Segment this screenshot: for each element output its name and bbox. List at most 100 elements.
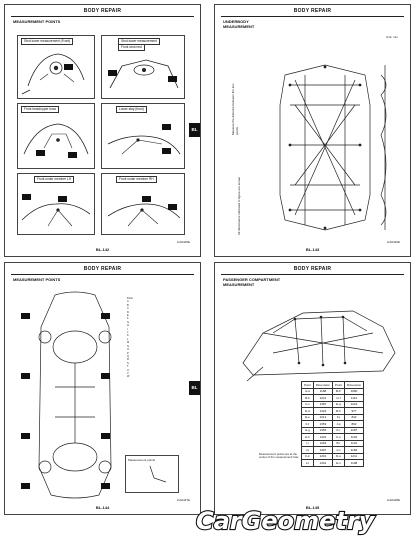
legend-item: Q xyxy=(127,354,130,358)
page-number: BL-145 xyxy=(305,505,320,510)
figure-caption: Lower stay (front) xyxy=(116,106,147,113)
table-cell: 1198 xyxy=(343,459,365,467)
measurement-marker xyxy=(101,373,110,379)
vehicle-underside-diagram xyxy=(38,291,112,499)
measurement-legend: Point A B C D E F G H I J K L M N O P Q … xyxy=(127,297,157,379)
legend-item: U xyxy=(127,368,129,372)
legend-item: O xyxy=(127,348,130,352)
detail-note: Measurement points xyxy=(128,458,156,462)
page-header: BODY REPAIR xyxy=(293,8,332,14)
section-tab: BL xyxy=(189,381,200,395)
legend-item: V xyxy=(127,371,129,375)
detail-panel: Measurement points xyxy=(125,455,179,493)
figure-caption: Front head/upper boss xyxy=(21,106,60,113)
measurement-marker xyxy=(68,152,77,158)
under-member-lh-illustration xyxy=(21,203,91,227)
measurement-marker xyxy=(21,483,30,489)
strut-tower-illustration xyxy=(21,53,85,95)
upper-boss-illustration xyxy=(23,123,89,155)
manual-page-underbody-measurement: BODY REPAIR UNDERBODY MEASUREMENT Unit: … xyxy=(214,4,411,257)
legend-item: G xyxy=(127,320,130,324)
section-title: UNDERBODY MEASUREMENT xyxy=(223,19,255,29)
manual-page-measurement-points-underside: BODY REPAIR MEASUREMENT POINTS BL Point … xyxy=(4,262,201,515)
measurement-marker xyxy=(21,433,30,439)
legend-item: M xyxy=(127,341,130,345)
logo-text: CarGeometry xyxy=(196,507,376,535)
measurement-marker xyxy=(142,196,151,202)
unit-label: Unit: mm xyxy=(386,35,398,39)
measurement-marker xyxy=(101,433,110,439)
figure-panel: Strut tower measurement Front strut rest xyxy=(101,35,185,99)
table-cell: 1301 xyxy=(312,459,334,467)
legend-item: I xyxy=(127,327,128,331)
section-tab: BL xyxy=(189,123,200,137)
legend-item: C xyxy=(127,307,129,311)
page-header: BODY REPAIR xyxy=(83,266,122,272)
page-number: BL-142 xyxy=(95,247,110,252)
table-cell: L-l xyxy=(301,459,314,467)
measurement-marker xyxy=(162,124,171,130)
measurement-marker xyxy=(101,483,110,489)
legend-item: A xyxy=(127,300,129,304)
legend-item: H xyxy=(127,324,129,328)
measurement-marker xyxy=(22,194,31,200)
legend-item: R xyxy=(127,358,129,362)
body-shell-diagram xyxy=(242,310,396,382)
header-rule xyxy=(11,16,194,17)
table-note: Measurement points are at the center of … xyxy=(259,452,299,460)
header-rule xyxy=(221,16,404,17)
legend-item: L xyxy=(127,337,129,341)
header-rule xyxy=(11,274,194,275)
manual-page-measurement-points: BODY REPAIR MEASUREMENT POINTS BL Strut … xyxy=(4,4,201,257)
figure-id: LIA0448E xyxy=(386,498,400,502)
figure-panel: Strut tower measurement (Front) xyxy=(17,35,95,99)
legend-item: B xyxy=(127,303,129,307)
strut-tower-closeup-illustration xyxy=(109,59,179,89)
measurement-marker xyxy=(162,148,171,154)
legend-item: J xyxy=(127,331,129,335)
measurement-marker xyxy=(168,204,177,210)
figure-panel: Front under member LH xyxy=(17,173,95,235)
detail-illustration xyxy=(149,465,167,483)
figure-panel: Front head/upper boss xyxy=(17,103,95,169)
measurement-marker xyxy=(21,313,30,319)
figure-panel: Front under member RH xyxy=(101,173,185,235)
legend-item: F xyxy=(127,317,129,321)
page-number: BL-143 xyxy=(305,247,320,252)
page-header: BODY REPAIR xyxy=(83,8,122,14)
measurement-marker xyxy=(36,150,45,156)
measurement-marker xyxy=(168,76,177,82)
under-member-rh-illustration xyxy=(107,203,181,227)
page-header: BODY REPAIR xyxy=(293,266,332,272)
legend-item: D xyxy=(127,310,129,314)
legend-item: N xyxy=(127,344,129,348)
section-title: PASSENGER COMPARTMENT MEASUREMENT xyxy=(223,277,281,287)
measurement-marker xyxy=(58,196,67,202)
measurement-marker xyxy=(101,313,110,319)
section-title: MEASUREMENT POINTS xyxy=(13,277,61,282)
legend-item: K xyxy=(127,334,129,338)
lower-stay-illustration xyxy=(107,135,181,155)
legend-item: Point xyxy=(127,297,133,300)
figure-id: LIA0446E xyxy=(386,240,400,244)
measurement-marker xyxy=(21,373,30,379)
side-note: All dimensions indicated in figure are a… xyxy=(237,177,241,235)
figure-caption: Front under member LH xyxy=(34,176,75,183)
figure-id: LIA0445E xyxy=(176,240,190,244)
figure-caption: Front strut rest xyxy=(118,44,145,51)
table-cell: E-v xyxy=(332,459,345,467)
figure-caption: Front under member RH xyxy=(116,176,157,183)
measurement-marker xyxy=(108,70,117,76)
figure-id: LIA0447E xyxy=(176,498,190,502)
header-rule xyxy=(221,274,404,275)
measurement-marker xyxy=(64,64,73,70)
figure-caption: Strut tower measurement (Front) xyxy=(21,38,74,45)
legend-item: E xyxy=(127,314,129,318)
cargeometry-logo: CarGeometry xyxy=(195,506,377,536)
figure-panel: Lower stay (front) xyxy=(101,103,185,169)
section-title: MEASUREMENT POINTS xyxy=(13,19,61,24)
legend-item: T xyxy=(127,365,129,369)
